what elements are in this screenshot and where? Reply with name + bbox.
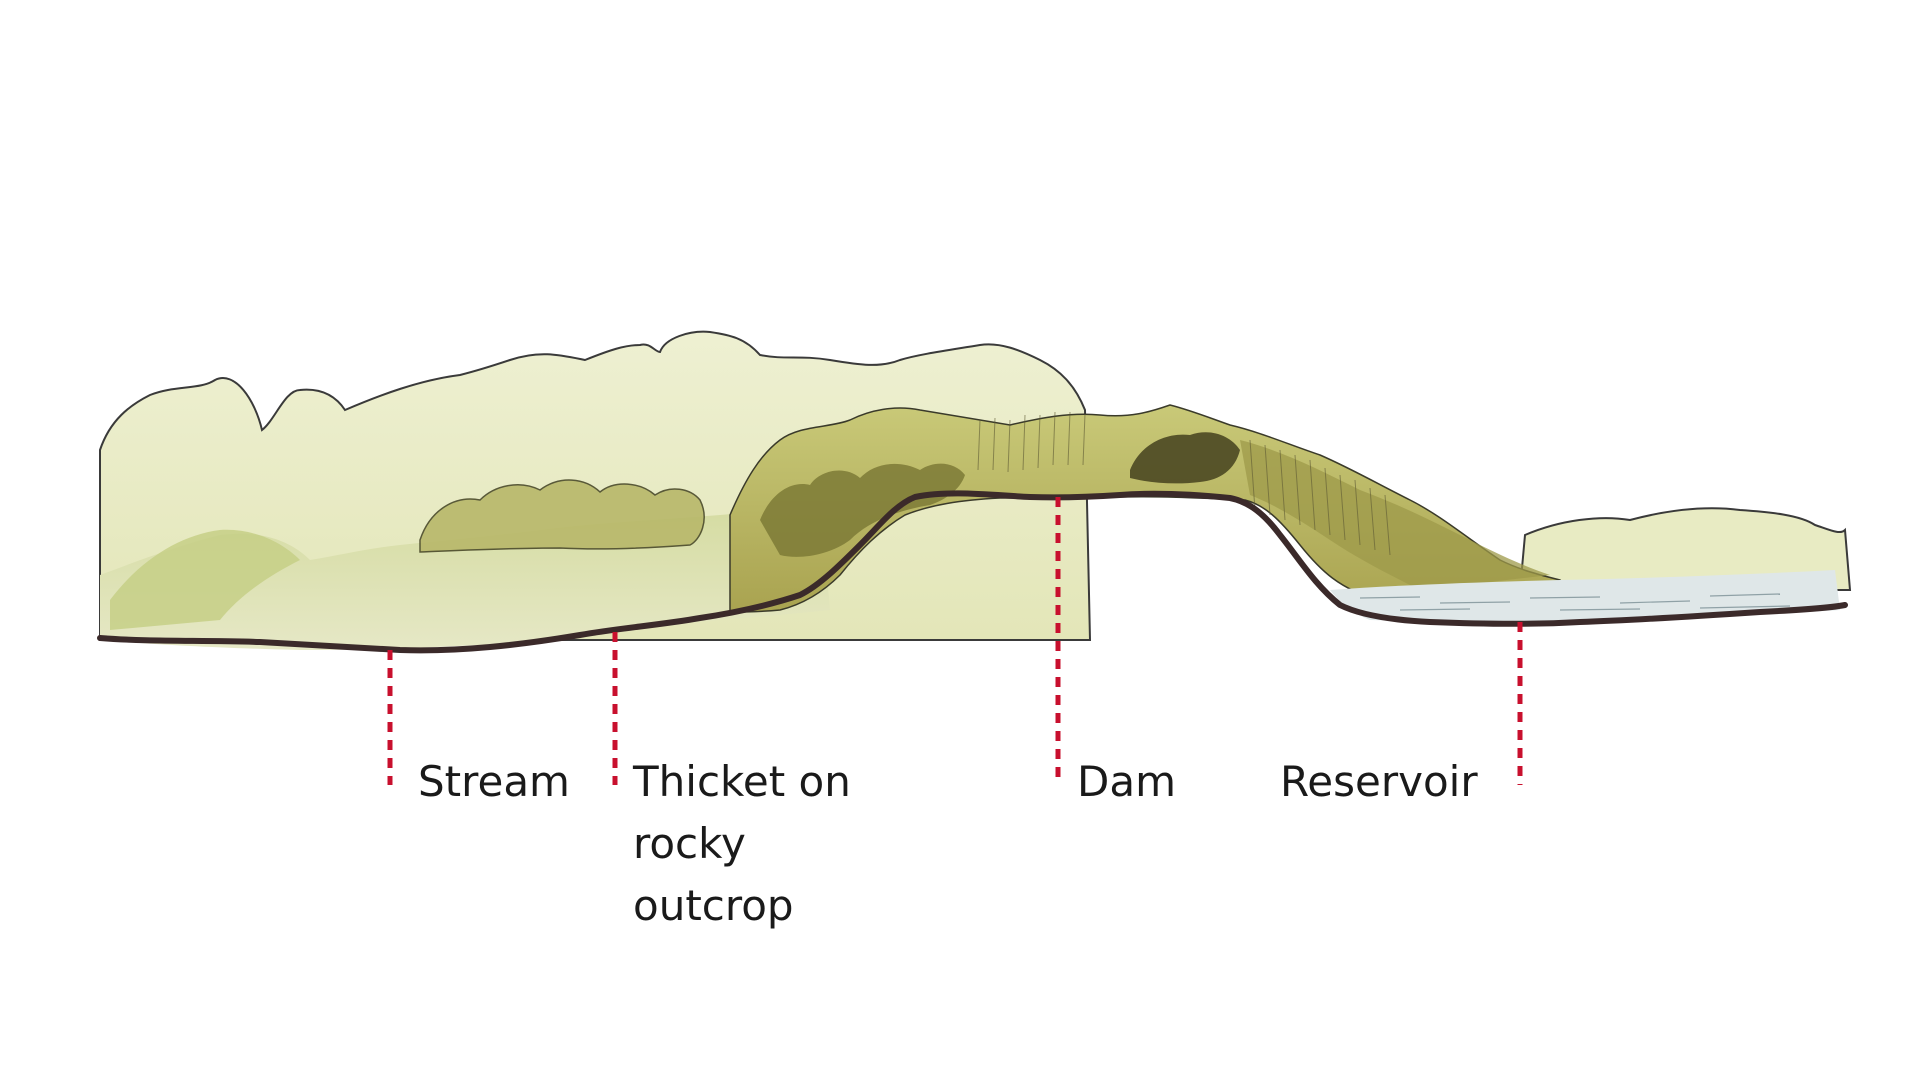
reservoir-label: Reservoir: [1280, 751, 1478, 813]
thicket-label-line-1: Thicket on: [633, 757, 851, 806]
right-distant-hill: [1518, 507, 1852, 591]
thicket-label: Thicket on rocky outcrop: [633, 751, 851, 937]
stream-label-text: Stream: [418, 757, 570, 806]
dam-right-slope-vegetation: [1240, 440, 1550, 590]
stream-label: Stream: [418, 751, 570, 813]
thicket-label-line-3: outcrop: [633, 881, 794, 930]
dam-dark-vegetation: [760, 463, 965, 557]
thicket-label-line-2: rocky: [633, 819, 746, 868]
reservoir-label-text: Reservoir: [1280, 757, 1478, 806]
left-soft-hill: [110, 529, 300, 630]
dam-label-text: Dam: [1077, 757, 1176, 806]
thicket-shrubs-left: [419, 479, 705, 553]
reed-hatching: [977, 411, 1391, 556]
water-ripples: [1359, 593, 1791, 611]
dam-dark-clump-right: [1130, 432, 1240, 484]
ground-profile-line: [97, 490, 1848, 654]
dam-label: Dam: [1077, 751, 1176, 813]
